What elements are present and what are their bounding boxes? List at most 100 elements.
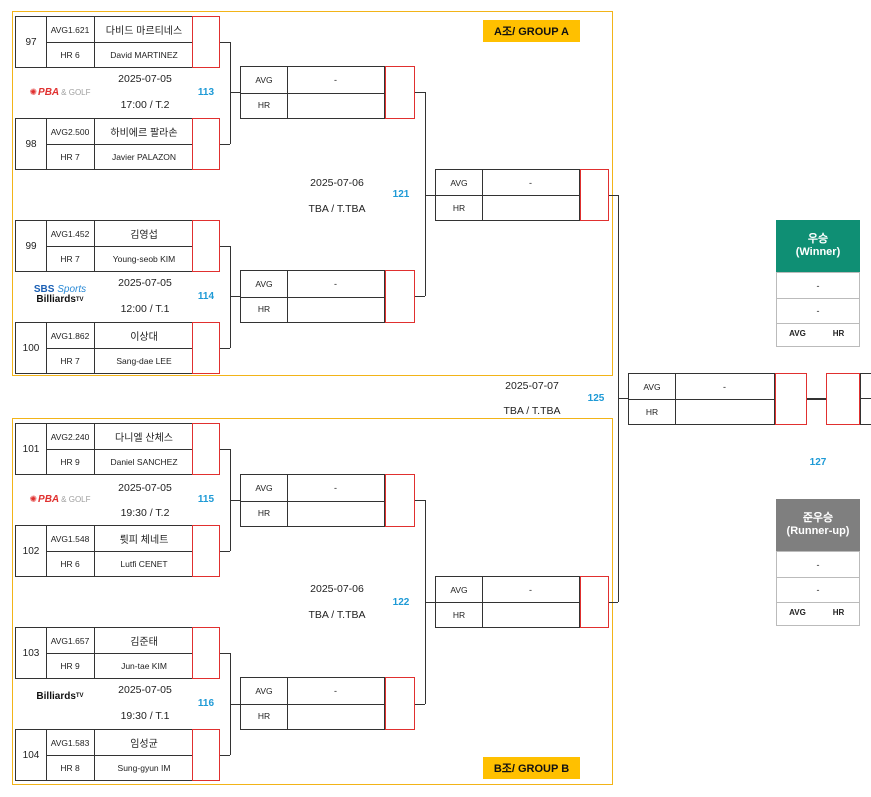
score-box[interactable] xyxy=(775,373,807,425)
bracket-line xyxy=(220,246,230,247)
winner-name-kr: - xyxy=(777,273,859,299)
bracket-line xyxy=(425,195,435,196)
match-slot-115[interactable]: AVG HR - xyxy=(240,474,385,527)
match-date: 2025-07-05 xyxy=(118,482,172,494)
player-hr: HR 7 xyxy=(46,246,95,271)
match-number: 115 xyxy=(197,493,215,505)
match-time: 19:30 / T.2 xyxy=(120,507,170,519)
match-number: 127 xyxy=(809,456,827,468)
player-name-en: Jun-tae KIM xyxy=(121,660,167,671)
score-box[interactable] xyxy=(192,16,220,68)
bracket-line xyxy=(415,296,425,297)
match-time: TBA / T.TBA xyxy=(503,405,561,417)
score-box[interactable] xyxy=(385,66,415,119)
score-box[interactable] xyxy=(192,220,220,272)
score-box[interactable] xyxy=(192,322,220,374)
match-slot-125[interactable]: AVG HR - xyxy=(628,373,775,425)
bracket-line xyxy=(415,92,425,93)
bracket-line xyxy=(618,398,628,399)
group-a-title: A조/ GROUP A xyxy=(483,20,580,42)
group-a-panel xyxy=(12,11,613,376)
winner-header: 우승 (Winner) xyxy=(776,220,860,272)
player-hr: HR 9 xyxy=(46,653,95,678)
player-avg: AVG1.862 xyxy=(46,323,95,349)
player-name-kr: 다비드 마르티네스 xyxy=(94,17,194,43)
match-number: 114 xyxy=(197,290,215,302)
score-box[interactable] xyxy=(192,729,220,781)
seed-number: 104 xyxy=(16,730,47,780)
runner-up-header: 준우승 (Runner-up) xyxy=(776,499,860,551)
match-date: 2025-07-05 xyxy=(118,684,172,696)
match-slot-116[interactable]: AVG HR - xyxy=(240,677,385,730)
bracket-line xyxy=(220,144,230,145)
player-name-kr: 륏피 체네트 xyxy=(94,526,194,552)
score-box[interactable] xyxy=(580,576,609,628)
score-box[interactable] xyxy=(192,627,220,679)
bracket-line xyxy=(230,42,231,144)
player-avg: AVG1.583 xyxy=(46,730,95,756)
player-100[interactable]: 100 AVG1.862 HR 7 이상대 Sang-dae LEE xyxy=(15,322,194,374)
player-name-en: Sung-gyun IM xyxy=(117,762,171,773)
player-hr: HR 6 xyxy=(46,42,95,67)
player-103[interactable]: 103 AVG1.657 HR 9 김준태 Jun-tae KIM xyxy=(15,627,194,679)
player-name-kr: 다니엘 산체스 xyxy=(94,424,194,450)
group-b-title: B조/ GROUP B xyxy=(483,757,580,779)
score-box[interactable] xyxy=(192,525,220,577)
match-slot-127-cutoff[interactable] xyxy=(860,373,871,425)
score-box[interactable] xyxy=(385,677,415,730)
match-number: 113 xyxy=(197,86,215,98)
bracket-line xyxy=(220,348,230,349)
match-time: 12:00 / T.1 xyxy=(120,303,170,315)
match-time: 17:00 / T.2 xyxy=(120,99,170,111)
match-slot-114[interactable]: AVG HR - xyxy=(240,270,385,323)
player-102[interactable]: 102 AVG1.548 HR 6 륏피 체네트 Lutfi CENET xyxy=(15,525,194,577)
player-99[interactable]: 99 AVG1.452 HR 7 김영섭 Young-seob KIM xyxy=(15,220,194,272)
player-hr: HR 9 xyxy=(46,449,95,474)
player-avg: AVG1.657 xyxy=(46,628,95,654)
bracket-line xyxy=(425,602,435,603)
bracket-line xyxy=(220,449,230,450)
bracket-line xyxy=(230,296,240,297)
player-101[interactable]: 101 AVG2.240 HR 9 다니엘 산체스 Daniel SANCHEZ xyxy=(15,423,194,475)
match-slot-113[interactable]: AVG HR - xyxy=(240,66,385,119)
player-97[interactable]: 97 AVG1.621 HR 6 다비드 마르티네스 David MARTINE… xyxy=(15,16,194,68)
score-box[interactable] xyxy=(826,373,860,425)
bracket-line xyxy=(220,42,230,43)
player-hr: HR 6 xyxy=(46,551,95,576)
match-date: 2025-07-07 xyxy=(505,380,559,392)
score-box[interactable] xyxy=(385,474,415,527)
player-name-kr: 임성균 xyxy=(94,730,194,756)
player-hr: HR 7 xyxy=(46,144,95,169)
match-number: 121 xyxy=(392,188,410,200)
match-time: TBA / T.TBA xyxy=(308,203,366,215)
score-box[interactable] xyxy=(192,118,220,170)
score-box[interactable] xyxy=(385,270,415,323)
player-name-kr: 하비에르 팔라손 xyxy=(94,119,194,145)
score-box[interactable] xyxy=(192,423,220,475)
player-name-en: Lutfi CENET xyxy=(120,558,168,569)
match-time: 19:30 / T.1 xyxy=(120,710,170,722)
match-date: 2025-07-05 xyxy=(118,73,172,85)
player-98[interactable]: 98 AVG2.500 HR 7 하비에르 팔라손 Javier PALAZON xyxy=(15,118,194,170)
bracket-line xyxy=(230,500,240,501)
winner-name-en: - xyxy=(777,298,859,324)
match-date: 2025-07-06 xyxy=(310,583,364,595)
player-104[interactable]: 104 AVG1.583 HR 8 임성균 Sung-gyun IM xyxy=(15,729,194,781)
bracket-line xyxy=(220,755,230,756)
bracket-line xyxy=(415,704,425,705)
match-slot-121[interactable]: AVG HR - xyxy=(435,169,580,221)
bracket-line xyxy=(220,653,230,654)
match-slot-122[interactable]: AVG HR - xyxy=(435,576,580,628)
score-box[interactable] xyxy=(580,169,609,221)
bracket-line xyxy=(220,551,230,552)
seed-number: 97 xyxy=(16,17,47,67)
player-name-kr: 이상대 xyxy=(94,323,194,349)
seed-number: 100 xyxy=(16,323,47,373)
seed-number: 103 xyxy=(16,628,47,678)
match-number: 122 xyxy=(392,596,410,608)
bracket-line xyxy=(609,602,618,603)
bracket-line xyxy=(425,92,426,296)
